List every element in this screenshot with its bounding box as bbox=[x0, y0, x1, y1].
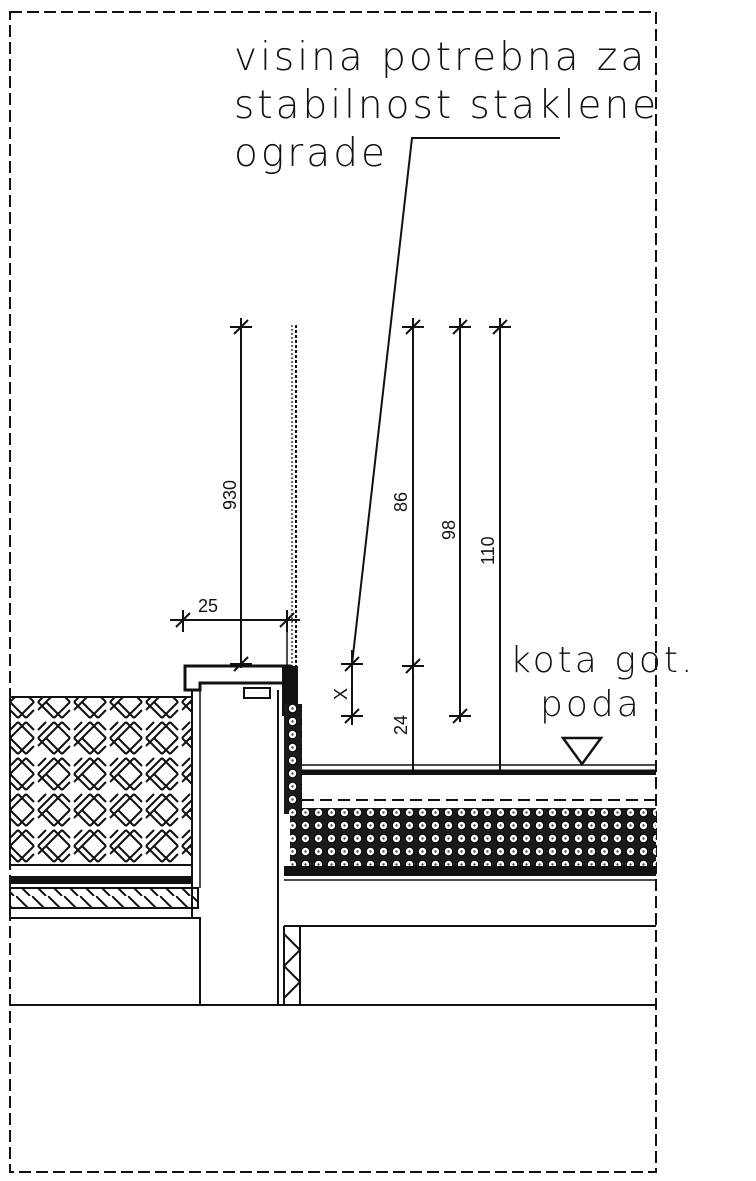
annotation-leader-line bbox=[351, 137, 560, 665]
floor-level-marker bbox=[302, 736, 656, 771]
floor-level-line-2: poda bbox=[540, 684, 642, 725]
concrete-wall bbox=[10, 690, 656, 1006]
dimension-25: 25 bbox=[198, 596, 218, 616]
dimension-98: 98 bbox=[439, 520, 459, 540]
annotation-line-2: stabilnost staklene bbox=[234, 83, 659, 128]
floor-level-label: kota got. poda bbox=[510, 640, 695, 725]
annotation-line-1: visina potrebna za bbox=[234, 35, 647, 80]
dimension-86: 86 bbox=[391, 492, 411, 512]
left-floor-slab bbox=[9, 696, 200, 919]
dimension-x: X bbox=[331, 688, 351, 700]
drawing-frame bbox=[9, 11, 657, 1173]
dimension-24: 24 bbox=[391, 715, 411, 735]
annotation-line-3: ograde bbox=[234, 131, 388, 176]
right-floor-buildup bbox=[282, 704, 656, 1005]
dimension-930: 930 bbox=[220, 480, 240, 510]
floor-level-line-1: kota got. bbox=[510, 640, 695, 681]
dimension-lines bbox=[170, 318, 511, 770]
annotation-note: visina potrebna za stabilnost staklene o… bbox=[234, 35, 659, 176]
dimension-110: 110 bbox=[478, 536, 498, 565]
railing-coping bbox=[183, 325, 298, 716]
